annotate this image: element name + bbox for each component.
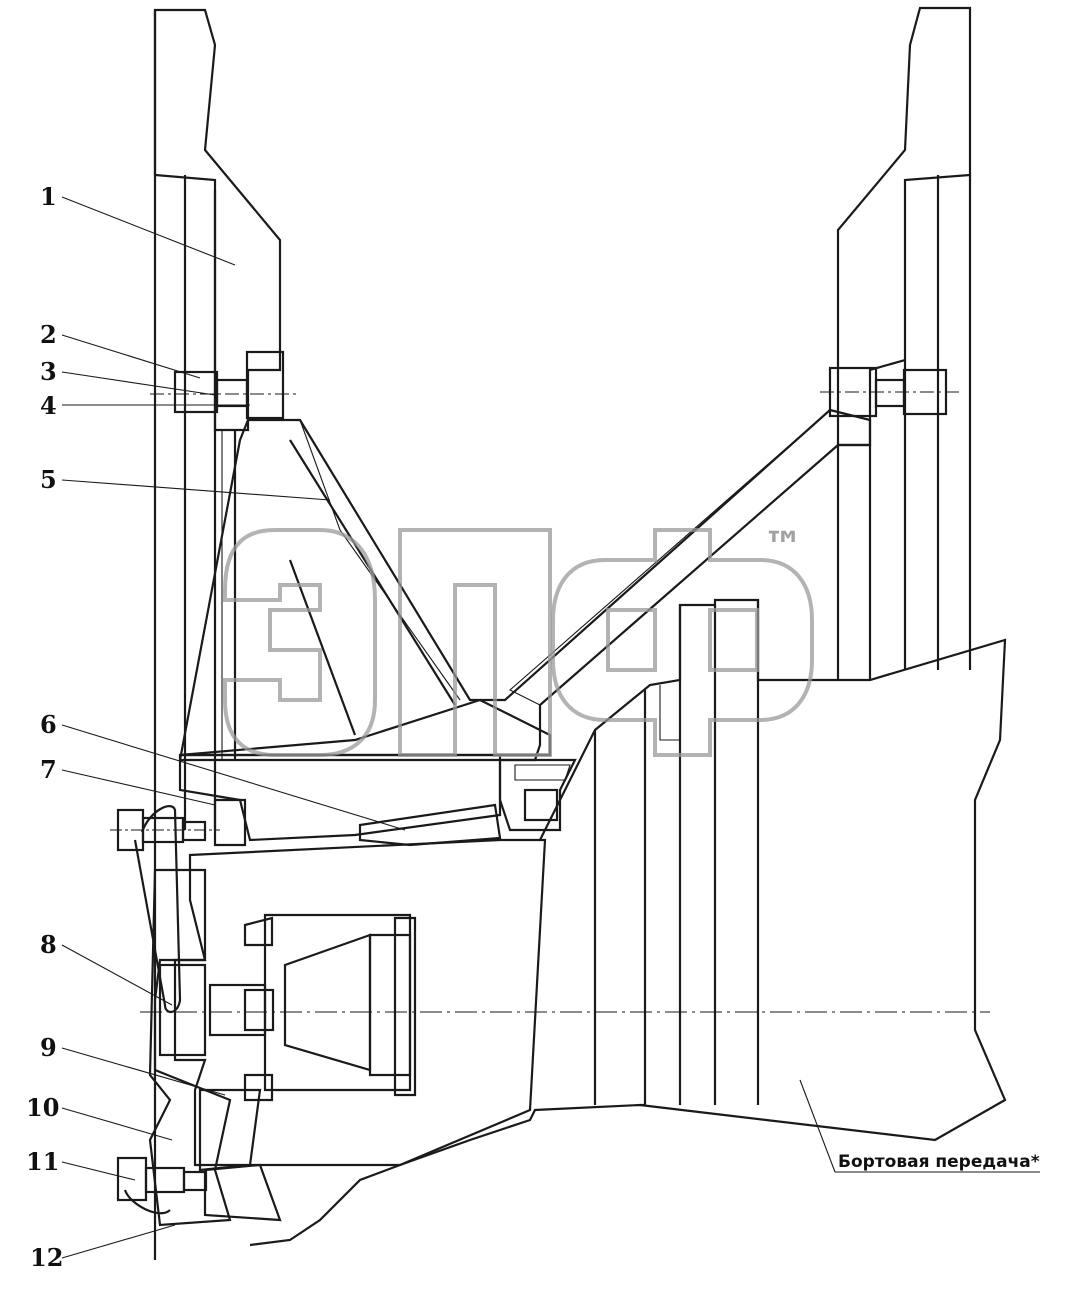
right-tire-wall xyxy=(836,6,972,447)
leader-lines xyxy=(61,196,1040,1259)
callout-12: 12 xyxy=(30,1243,63,1272)
watermark-letter-p xyxy=(398,528,552,757)
top-cap-bolt xyxy=(110,808,220,852)
watermark: ™ xyxy=(223,524,814,757)
callout-9: 9 xyxy=(40,1033,57,1062)
callout-1: 1 xyxy=(40,182,57,211)
callout-labels: 1 2 3 4 5 6 7 8 9 10 11 12 xyxy=(26,182,63,1272)
callout-11: 11 xyxy=(26,1147,59,1176)
end-cap xyxy=(148,868,282,1227)
left-tire-wall xyxy=(153,8,282,432)
final-drive-note: Бортовая передача* xyxy=(838,1152,1040,1172)
callout-6: 6 xyxy=(40,710,57,739)
left-bolt-assembly xyxy=(150,350,300,420)
axle-body xyxy=(140,838,990,1167)
right-rim-section xyxy=(836,6,972,680)
callout-7: 7 xyxy=(40,755,57,784)
watermark-letter-f xyxy=(551,528,814,757)
callout-8: 8 xyxy=(40,930,57,959)
callout-3: 3 xyxy=(40,357,57,386)
callout-4: 4 xyxy=(40,391,57,420)
hub-seal xyxy=(498,758,577,832)
final-drive-housing xyxy=(249,598,1007,1247)
callout-5: 5 xyxy=(40,465,57,494)
left-rim-section xyxy=(153,8,282,1260)
callout-2: 2 xyxy=(40,320,57,349)
bottom-cap-bolt xyxy=(116,1156,208,1202)
watermark-letter-e xyxy=(223,528,377,757)
lock-wire xyxy=(123,805,182,1215)
watermark-tm: ™ xyxy=(763,524,803,570)
callout-10: 10 xyxy=(26,1093,59,1122)
